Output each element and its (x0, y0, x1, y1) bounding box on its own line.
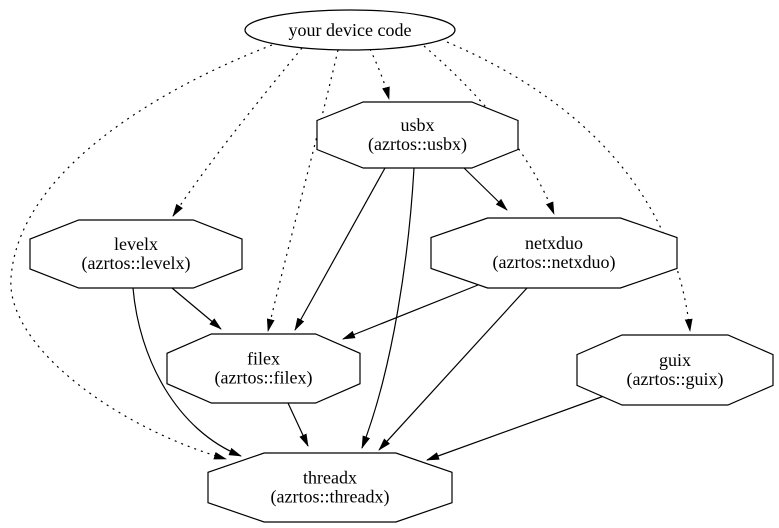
levelx-sublabel: (azrtos::levelx) (82, 253, 191, 274)
guix-octagon-shape (576, 334, 774, 406)
edge-device-to-filex (266, 49, 339, 332)
levelx-label: levelx (114, 234, 158, 254)
node-guix: guix(azrtos::guix) (576, 334, 774, 406)
guix-label: guix (659, 350, 691, 370)
node-levelx: levelx(azrtos::levelx) (29, 219, 243, 289)
levelx-octagon-shape (29, 219, 243, 289)
edge-device-to-levelx (172, 47, 303, 217)
filex-octagon-shape (166, 333, 361, 404)
filex-label: filex (247, 349, 280, 369)
edge-device-to-guix (446, 41, 693, 332)
device-ellipse-shape (244, 9, 456, 51)
usbx-label: usbx (400, 115, 434, 135)
edge-usbx-to-filex (294, 167, 386, 331)
edge-usbx-to-threadx (361, 167, 415, 449)
threadx-sublabel: (azrtos::threadx) (271, 487, 390, 508)
edge-usbx-to-netxduo (461, 165, 508, 211)
node-netxduo: netxduo(azrtos::netxduo) (430, 217, 678, 289)
filex-sublabel: (azrtos::filex) (215, 368, 313, 389)
edge-levelx-to-threadx (132, 287, 242, 457)
guix-sublabel: (azrtos::guix) (627, 369, 724, 390)
usbx-octagon-shape (316, 101, 519, 169)
netxduo-label: netxduo (525, 233, 583, 253)
node-threadx: threadx(azrtos::threadx) (207, 452, 453, 523)
netxduo-sublabel: (azrtos::netxduo) (493, 252, 616, 273)
edge-device-to-usbx (369, 48, 390, 100)
edge-levelx-to-filex (171, 287, 222, 330)
usbx-sublabel: (azrtos::usbx) (368, 134, 467, 155)
edge-filex-to-threadx (287, 402, 309, 447)
nodes-layer: your device codeusbx(azrtos::usbx)levelx… (29, 9, 774, 523)
edge-netxduo-to-filex (342, 284, 479, 340)
node-usbx: usbx(azrtos::usbx) (316, 101, 519, 169)
node-device: your device code (244, 9, 456, 51)
threadx-octagon-shape (207, 452, 453, 523)
edge-guix-to-threadx (426, 395, 605, 461)
device-label: your device code (289, 20, 412, 40)
netxduo-octagon-shape (430, 217, 678, 289)
edge-netxduo-to-threadx (378, 287, 528, 451)
threadx-label: threadx (303, 468, 357, 488)
node-filex: filex(azrtos::filex) (166, 333, 361, 404)
